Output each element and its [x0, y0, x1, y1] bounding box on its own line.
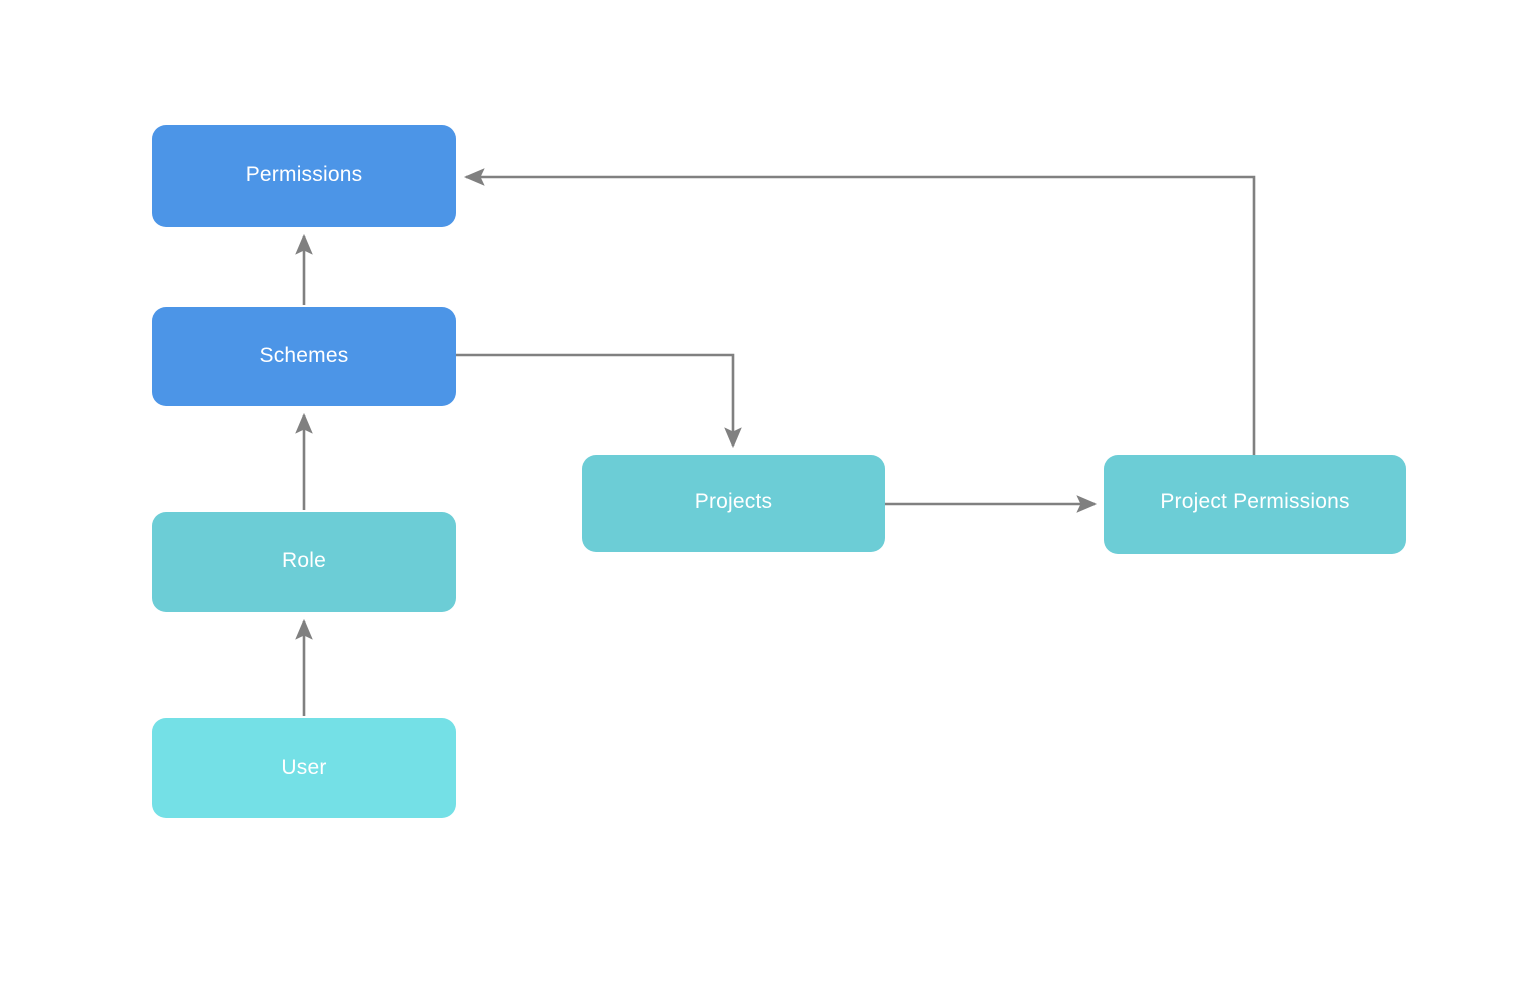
- edge-schemes-to-projects: [456, 353, 742, 449]
- node-schemes-label: Schemes: [259, 343, 349, 367]
- node-role-label: Role: [282, 549, 326, 573]
- edge-project-permissions-to-permissions: [463, 168, 1256, 455]
- node-schemes[interactable]: Schemes: [152, 307, 456, 406]
- node-projects-label: Projects: [694, 489, 773, 513]
- node-user-label: User: [281, 756, 327, 780]
- node-role[interactable]: Role: [152, 512, 456, 612]
- node-user[interactable]: User: [152, 718, 456, 818]
- node-projects[interactable]: Projects: [582, 455, 885, 552]
- node-permissions-label: Permissions: [245, 163, 363, 187]
- node-permissions[interactable]: Permissions: [152, 125, 456, 227]
- node-project-permissions-label: Project Permissions: [1160, 489, 1350, 513]
- node-project-permissions[interactable]: Project Permissions: [1104, 455, 1406, 554]
